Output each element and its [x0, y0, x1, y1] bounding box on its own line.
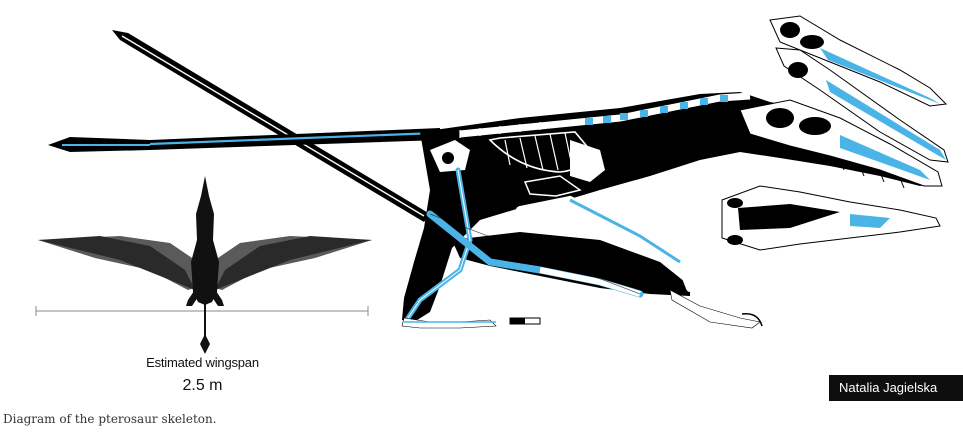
scale-bar-icon: [510, 318, 540, 324]
wingspan-silhouette-icon: [36, 176, 372, 354]
photo-credit-badge: Natalia Jagielska: [829, 375, 963, 401]
wingspan-value: 2.5 m: [150, 377, 255, 395]
figure-caption: Diagram of the pterosaur skeleton.: [3, 412, 217, 426]
skull-dorsal-view-icon: [722, 186, 940, 250]
wingspan-label: Estimated wingspan: [120, 355, 285, 370]
